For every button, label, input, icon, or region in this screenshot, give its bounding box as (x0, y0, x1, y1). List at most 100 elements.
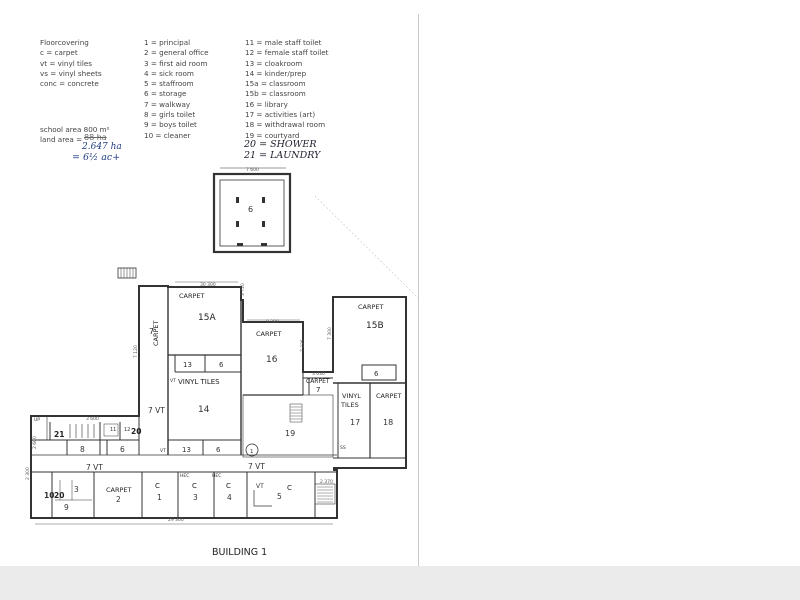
front-stairs (314, 483, 336, 505)
legend-line: 5 = staffroom (144, 79, 194, 89)
page-edge-line (418, 14, 419, 566)
label-13: 13 (183, 361, 192, 369)
dim-3600: 3 600 (86, 416, 99, 422)
dim-3030: 3 030 (312, 371, 325, 377)
label-shed-6: 6 (248, 205, 253, 214)
legend-line: 8 = girls toilet (144, 110, 196, 120)
label-13b: 13 (182, 446, 191, 454)
legend-line: 1 = principal (144, 38, 191, 47)
label-vinyl-tiles: VINYL TILES (178, 378, 220, 386)
legend-rooms-1: 1 = principal 2 = general office 3 = fir… (144, 38, 209, 141)
dim-2600: 2 600 (32, 436, 38, 449)
legend-line: 17 = activities (art) (245, 110, 316, 120)
legend-line: 13 = cloakroom (245, 58, 303, 68)
label-carpet-vertical: CARPET (152, 320, 160, 346)
label-7vt-mid: 7 VT (248, 462, 265, 471)
label-ss: SS (340, 445, 346, 451)
dim-2370: 2 370 (320, 479, 333, 485)
label-17: 17 (350, 418, 360, 427)
label-hec-2: HEC (212, 473, 221, 479)
label-20: 20 (131, 427, 141, 436)
legend-line: 10 = cleaner (144, 130, 191, 140)
label-3b: 3 (193, 493, 198, 502)
label-4: 4 (227, 493, 232, 502)
land-area-acres: = 6½ ac+ (72, 152, 121, 163)
school-area: school area 800 m² (40, 125, 110, 134)
legend-line: 14 = kinder/prep (245, 68, 307, 78)
dim-9300: 9 300 (266, 319, 279, 325)
label-c-3: C (192, 482, 197, 490)
legend-line: 15b = classroom (245, 89, 306, 99)
toilet-cubicles (69, 424, 95, 438)
legend-line: conc = concrete (40, 79, 99, 89)
dim-7225: 7 225 (300, 339, 306, 352)
label-11: 11 (110, 427, 116, 433)
label-21: 21 (54, 430, 64, 439)
label-c-5: C (287, 484, 292, 492)
label-18: 18 (383, 418, 393, 427)
dim-7300: 7 300 (327, 327, 333, 340)
label-19: 19 (285, 429, 295, 438)
legend-rooms-2: 11 = male staff toilet 12 = female staff… (245, 38, 328, 141)
label-vt-small: VT (170, 378, 176, 384)
shed-posts (236, 197, 267, 246)
legend-line: 19 = courtyard (245, 130, 300, 140)
label-15b: 15B (366, 321, 384, 331)
label-10: 10 (44, 491, 54, 500)
label-circle-1: 1 (250, 449, 254, 455)
legend-line: vt = vinyl tiles (40, 58, 92, 68)
legend-line: 11 = male staff toilet (245, 38, 322, 47)
land-area: land area = (40, 135, 83, 144)
label-carpet-15b: CARPET (358, 303, 384, 311)
legend-floorcovering: Floorcovering c = carpet vt = vinyl tile… (40, 38, 102, 89)
dim-shed: 7 600 (246, 167, 259, 173)
legend-line: 4 = sick room (144, 68, 194, 78)
label-6: 6 (219, 361, 224, 369)
staff-toilet-fixture (103, 423, 119, 437)
label-16: 16 (266, 355, 278, 365)
label-7vt: 7 VT (148, 406, 165, 415)
label-tiles: TILES (340, 401, 359, 409)
label-vinyl: VINYL (342, 392, 361, 400)
land-area-hectares: 2.647 ha (82, 142, 122, 152)
plan-title: BUILDING 1 (212, 547, 267, 558)
label-6-right: 6 (374, 370, 379, 378)
label-c-1: C (155, 482, 160, 490)
label-20b: 20 (54, 491, 64, 500)
courtyard-19 (242, 394, 334, 458)
label-up: UP (34, 417, 40, 423)
label-carpet-18: CARPET (376, 392, 402, 400)
dim-7120: 7 120 (133, 345, 139, 358)
label-2: 2 (116, 495, 121, 504)
legend-line: 7 = walkway (144, 99, 191, 109)
label-7vt-left: 7 VT (86, 463, 103, 472)
label-1: 1 (157, 493, 162, 502)
handwritten-shower: 20 = SHOWER (244, 139, 317, 150)
land-area-struck: 88 ha (84, 133, 107, 142)
legend-line: 9 = boys toilet (144, 120, 197, 130)
dim-2300: 2 300 (25, 467, 31, 480)
legend-line: 3 = first aid room (144, 58, 208, 68)
label-15a: 15A (198, 313, 216, 323)
label-9: 9 (64, 503, 69, 512)
front-stairs-treads (317, 486, 333, 503)
legend-line: 12 = female staff toilet (245, 48, 329, 58)
label-vt-5: VT (256, 483, 264, 490)
label-vt-row: VT (160, 448, 166, 454)
legend-line: Floorcovering (40, 38, 89, 47)
building-outline (30, 285, 407, 519)
label-carpet-2: CARPET (106, 486, 132, 494)
laundry-stair (30, 415, 48, 441)
dim-main-width: 30 300 (200, 282, 216, 288)
staffroom-bench (253, 490, 272, 507)
dim-3720: 3 720 (240, 283, 246, 296)
label-carpet: CARPET (179, 292, 205, 300)
legend-line: 15a = classroom (245, 79, 306, 89)
label-carpet-walkway: CARPET (306, 378, 330, 385)
label-hec: HEC (180, 473, 189, 479)
legend-line: 6 = storage (144, 89, 187, 99)
courtyard-steps-treads (290, 406, 302, 420)
guide-line (314, 195, 419, 299)
legend-line: 18 = withdrawal room (245, 120, 326, 130)
